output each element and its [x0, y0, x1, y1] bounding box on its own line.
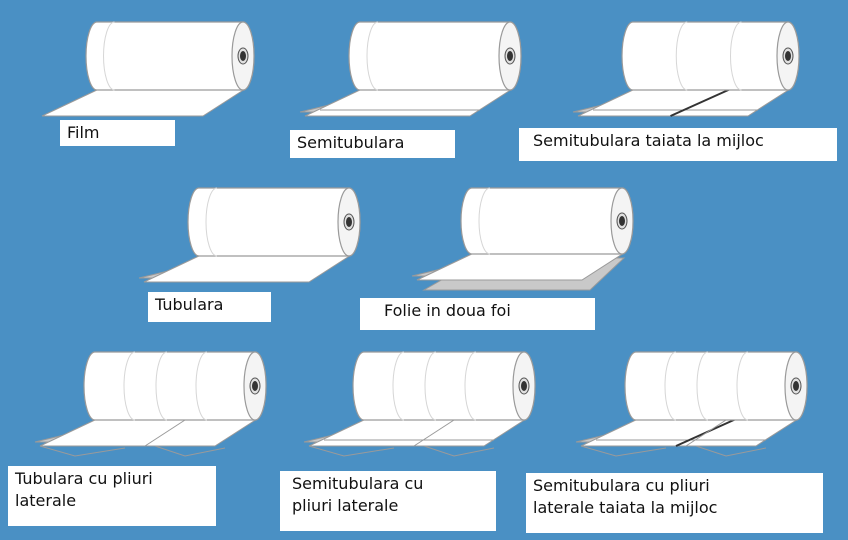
film-sheet — [308, 418, 528, 447]
film-sheet — [304, 88, 514, 117]
roll-contour — [195, 351, 208, 421]
roll-contour — [736, 351, 749, 421]
roll-core-hole — [507, 51, 513, 61]
roll-contour — [424, 351, 437, 421]
label-semitubular-gussets: Semitubulara cu pliuri laterale — [280, 471, 496, 531]
roll-body — [83, 351, 267, 421]
film-sheet — [143, 254, 353, 283]
roll-core-hole — [346, 217, 352, 227]
gusset-left — [39, 445, 126, 457]
roll-tubular — [138, 187, 361, 283]
film-sheet — [41, 88, 247, 117]
gusset-center — [144, 419, 186, 447]
roll-contour — [664, 351, 677, 421]
roll-semitubular-gussets — [303, 351, 536, 457]
roll-film — [41, 21, 255, 117]
roll-body — [621, 21, 800, 91]
film-sheet — [580, 418, 800, 447]
roll-contour — [155, 351, 168, 421]
label-two-sheets: Folie in doua foi — [360, 298, 595, 330]
label-film: Film — [60, 120, 175, 146]
gusset-right — [423, 445, 495, 457]
roll-contour — [103, 21, 115, 91]
roll-core-hole — [619, 216, 625, 226]
label-semitubular: Semitubulara — [290, 130, 455, 158]
roll-semitubular-gussets-split — [575, 351, 808, 457]
roll-core-hole — [252, 381, 258, 391]
roll-core-hole — [521, 381, 527, 391]
roll-body — [352, 351, 536, 421]
roll-body — [460, 187, 634, 255]
roll-body — [348, 21, 522, 91]
split-cut-line — [670, 88, 731, 117]
roll-two-sheets — [411, 187, 634, 291]
roll-contour — [675, 21, 688, 91]
roll-body — [624, 351, 808, 421]
gusset-right — [695, 445, 767, 457]
gusset-center — [685, 419, 727, 447]
label-semitubular-gussets-split: Semitubulara cu pliuri laterale taiata l… — [526, 473, 823, 533]
gusset-right — [154, 445, 226, 457]
roll-core-hole — [785, 51, 791, 61]
gusset-left — [580, 445, 667, 457]
roll-body — [187, 187, 361, 257]
roll-contour — [730, 21, 742, 91]
film-sheet — [39, 418, 259, 447]
label-tubular-gussets: Tubulara cu pliuri laterale — [8, 466, 216, 526]
gusset-center — [413, 419, 455, 447]
roll-core-hole — [793, 381, 799, 391]
gusset-left — [308, 445, 395, 457]
roll-semitubular-split — [572, 21, 800, 117]
roll-contour — [366, 21, 379, 91]
roll-contour — [478, 187, 491, 255]
roll-semitubular — [299, 21, 522, 117]
label-tubular: Tubulara — [148, 292, 271, 322]
roll-contour — [464, 351, 477, 421]
roll-tubular-gussets — [34, 351, 267, 457]
roll-contour — [696, 351, 709, 421]
roll-body — [85, 21, 255, 91]
film-sheet — [577, 88, 792, 117]
roll-contour — [123, 351, 136, 421]
roll-core-hole — [240, 51, 246, 61]
label-semitubular-split: Semitubulara taiata la mijloc — [519, 128, 837, 161]
roll-contour — [392, 351, 405, 421]
roll-contour — [205, 187, 218, 257]
